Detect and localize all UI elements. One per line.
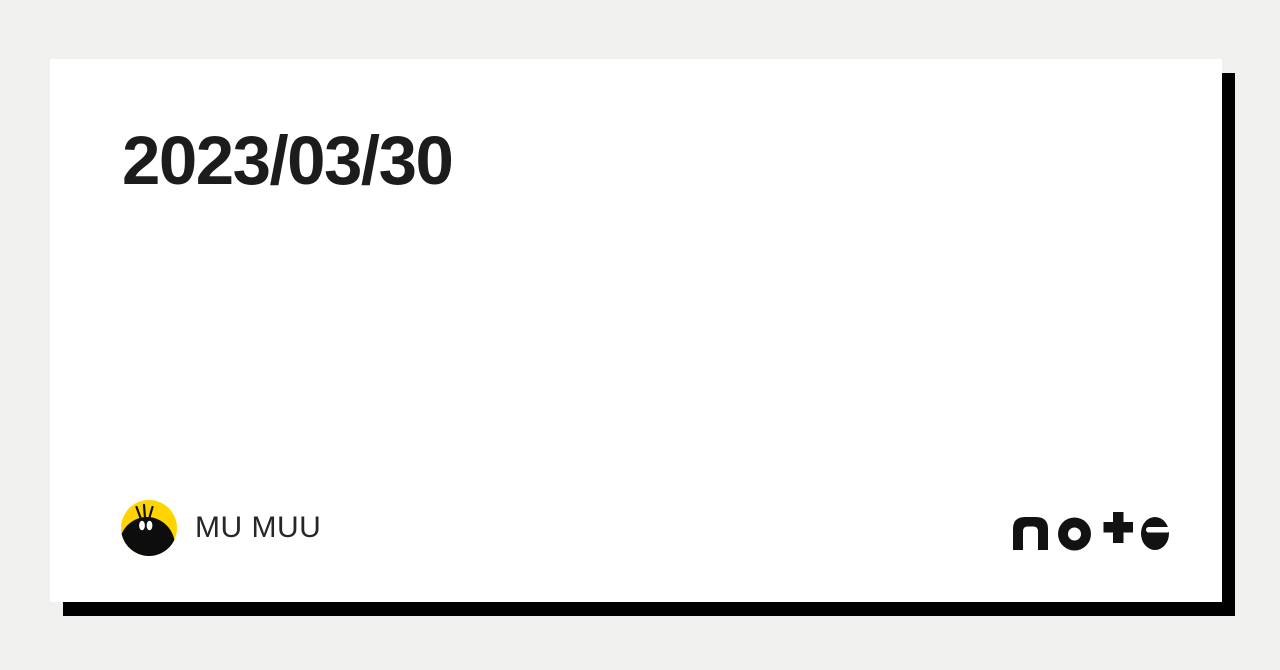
note-logo[interactable] bbox=[1013, 512, 1169, 551]
author-info[interactable]: MU MUU bbox=[121, 500, 321, 556]
author-avatar-chick-icon bbox=[121, 500, 177, 556]
article-card[interactable]: 2023/03/30 MU MUU bbox=[50, 59, 1222, 602]
author-name: MU MUU bbox=[195, 511, 322, 544]
article-title: 2023/03/30 bbox=[122, 122, 454, 199]
